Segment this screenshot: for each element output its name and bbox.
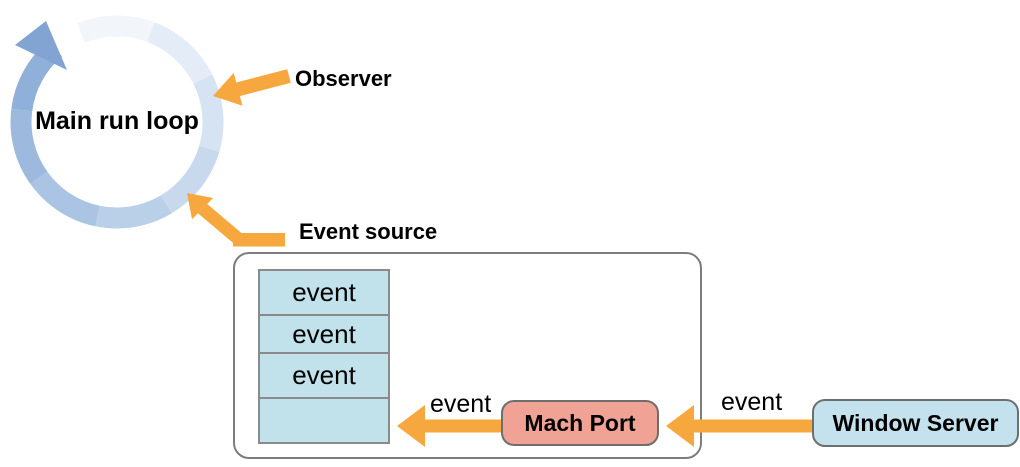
event-flow-label-server: event [721, 388, 783, 416]
queue-event-box: event [258, 352, 390, 399]
event-source-label: Event source [299, 219, 438, 244]
ring-arc-segment [160, 145, 220, 214]
queue-event-box: event [258, 269, 390, 316]
ring-arc-segment [30, 171, 100, 227]
mach-port-box: Mach Port [501, 400, 659, 446]
ring-arc-segment [11, 40, 63, 112]
ring-arc-segment [146, 22, 213, 85]
ring-arc-segment [95, 195, 172, 229]
queue-event-box: event [258, 314, 390, 354]
event-source-arrow-bend [198, 204, 247, 247]
ring-arc-segment [77, 15, 155, 43]
observer-arrow-icon [213, 69, 291, 106]
server-arrow-shaft [694, 419, 814, 433]
event-flow-label-queue: event [430, 390, 492, 418]
window-server-box: Window Server [812, 399, 1019, 447]
event-source-arrowhead [187, 193, 214, 220]
event-source-arrow-icon [187, 193, 285, 247]
ring-arrowhead [15, 21, 67, 70]
run-loop-label: Main run loop [35, 107, 199, 135]
event-queue-stack: event event event [258, 269, 390, 444]
event-source-arrow-shaft [233, 233, 285, 247]
queue-event-box-empty [258, 397, 390, 444]
observer-label: Observer [295, 66, 392, 91]
